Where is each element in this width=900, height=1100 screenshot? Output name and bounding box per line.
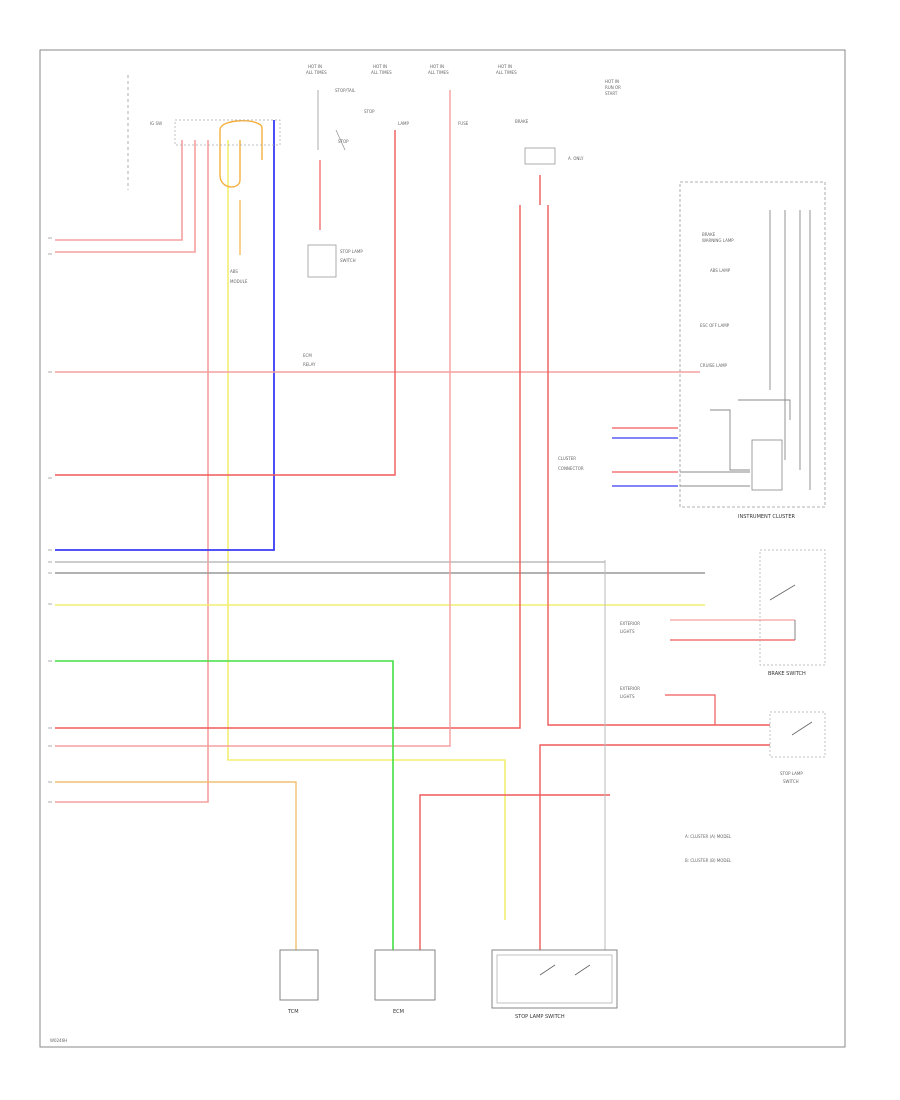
wire-yellow-main bbox=[227, 140, 506, 920]
svg-text:ALL TIMES: ALL TIMES bbox=[371, 70, 392, 75]
svg-text:STOP: STOP bbox=[338, 139, 349, 144]
svg-text:LAMP: LAMP bbox=[398, 121, 410, 126]
svg-text:ECM: ECM bbox=[393, 1009, 404, 1015]
svg-text:BRAKE: BRAKE bbox=[702, 232, 716, 237]
svg-text:CRUISE LAMP: CRUISE LAMP bbox=[700, 363, 728, 368]
svg-text:HOT IN: HOT IN bbox=[373, 64, 387, 69]
wire-red-ecm bbox=[419, 794, 610, 950]
brake-switch-stubs bbox=[665, 619, 795, 725]
svg-text:CLUSTER: CLUSTER bbox=[558, 456, 576, 461]
wire-pink-1 bbox=[55, 140, 183, 241]
svg-text:STOP LAMP SWITCH: STOP LAMP SWITCH bbox=[515, 1014, 565, 1020]
svg-text:SWITCH: SWITCH bbox=[783, 779, 799, 784]
ecm-module: ECM bbox=[374, 949, 436, 1015]
svg-text:EXTERIOR: EXTERIOR bbox=[620, 621, 640, 626]
legend: A: CLUSTER (A) MODEL B: CLUSTER (B) MODE… bbox=[685, 834, 732, 863]
svg-text:RUN OR: RUN OR bbox=[605, 85, 621, 90]
svg-text:BRAKE: BRAKE bbox=[515, 119, 529, 124]
wire-red-stop-lamp bbox=[539, 744, 770, 950]
svg-text:START: START bbox=[605, 91, 618, 96]
brake-switch: EXTERIOR LIGHTS BRAKE SWITCH bbox=[620, 549, 826, 677]
svg-text:TCM: TCM bbox=[287, 1009, 299, 1015]
wire-orange-top bbox=[219, 120, 263, 188]
svg-text:LIGHTS: LIGHTS bbox=[620, 629, 635, 634]
instrument-cluster-label: INSTRUMENT CLUSTER bbox=[738, 514, 796, 520]
wire-green bbox=[55, 660, 394, 950]
svg-text:STOP: STOP bbox=[364, 109, 375, 114]
svg-text:ABS: ABS bbox=[230, 269, 238, 274]
svg-text:ESC OFF LAMP: ESC OFF LAMP bbox=[700, 323, 730, 328]
stop-lamp-switch-module: STOP LAMP SWITCH bbox=[491, 949, 618, 1020]
svg-text:HOT IN: HOT IN bbox=[308, 64, 322, 69]
svg-text:ECM: ECM bbox=[303, 353, 312, 358]
svg-text:ABS LAMP: ABS LAMP bbox=[710, 268, 731, 273]
svg-text:STOP/TAIL: STOP/TAIL bbox=[335, 88, 356, 93]
left-edge-ticks bbox=[48, 237, 52, 803]
svg-text:STOP LAMP: STOP LAMP bbox=[340, 249, 363, 254]
svg-text:MODULE: MODULE bbox=[230, 279, 248, 284]
svg-text:IG SW: IG SW bbox=[150, 121, 162, 126]
svg-text:RELAY: RELAY bbox=[303, 362, 316, 367]
cluster-stub-wires bbox=[612, 427, 678, 487]
wire-group-top-left bbox=[55, 140, 209, 803]
svg-text:HOT IN: HOT IN bbox=[605, 79, 619, 84]
wire-blue bbox=[55, 120, 275, 551]
svg-text:ALL TIMES: ALL TIMES bbox=[306, 70, 327, 75]
svg-text:A. ONLY: A. ONLY bbox=[568, 156, 584, 161]
svg-text:ALL TIMES: ALL TIMES bbox=[428, 70, 449, 75]
svg-text:FUSE: FUSE bbox=[458, 121, 469, 126]
diagram-watermark: W0246H bbox=[50, 1038, 67, 1043]
instrument-cluster: BRAKE WARNING LAMP ABS LAMP ESC OFF LAMP… bbox=[558, 181, 826, 520]
svg-text:A: CLUSTER (A) MODEL: A: CLUSTER (A) MODEL bbox=[685, 834, 732, 839]
fuse-box: IG SW bbox=[127, 75, 281, 190]
cluster-internal-wires bbox=[680, 210, 811, 490]
svg-text:LIGHTS: LIGHTS bbox=[620, 694, 635, 699]
svg-text:HOT IN: HOT IN bbox=[430, 64, 444, 69]
svg-text:ALL TIMES: ALL TIMES bbox=[496, 70, 517, 75]
svg-text:B: CLUSTER (B) MODEL: B: CLUSTER (B) MODEL bbox=[685, 858, 732, 863]
diagram-frame bbox=[39, 49, 846, 1048]
tcm-module: TCM bbox=[279, 949, 319, 1015]
svg-text:EXTERIOR: EXTERIOR bbox=[620, 686, 640, 691]
svg-text:HOT IN: HOT IN bbox=[498, 64, 512, 69]
svg-text:SWITCH: SWITCH bbox=[340, 258, 356, 263]
brake-switch-label: BRAKE SWITCH bbox=[768, 671, 806, 677]
svg-text:WARNING LAMP: WARNING LAMP bbox=[702, 238, 734, 243]
wire-orange-row-782 bbox=[55, 781, 297, 950]
wire-red-row-728 bbox=[55, 205, 521, 729]
wire-group-horizontal bbox=[55, 90, 705, 950]
wire-red-long-right bbox=[547, 205, 770, 726]
svg-text:STOP LAMP: STOP LAMP bbox=[780, 771, 803, 776]
stop-lamp-switch-right: STOP LAMP SWITCH EXTERIOR LIGHTS bbox=[620, 686, 826, 784]
relay-text: STOP/TAIL STOP STOP LAMP FUSE BRAKE A. O… bbox=[230, 88, 584, 367]
wire-pink-2 bbox=[55, 140, 196, 253]
wire-red-row-478 bbox=[55, 130, 396, 476]
svg-text:CONNECTOR: CONNECTOR bbox=[558, 466, 584, 471]
wire-pink-3 bbox=[55, 140, 209, 803]
wire-pink-row-746 bbox=[55, 90, 451, 747]
top-relays bbox=[307, 90, 556, 278]
